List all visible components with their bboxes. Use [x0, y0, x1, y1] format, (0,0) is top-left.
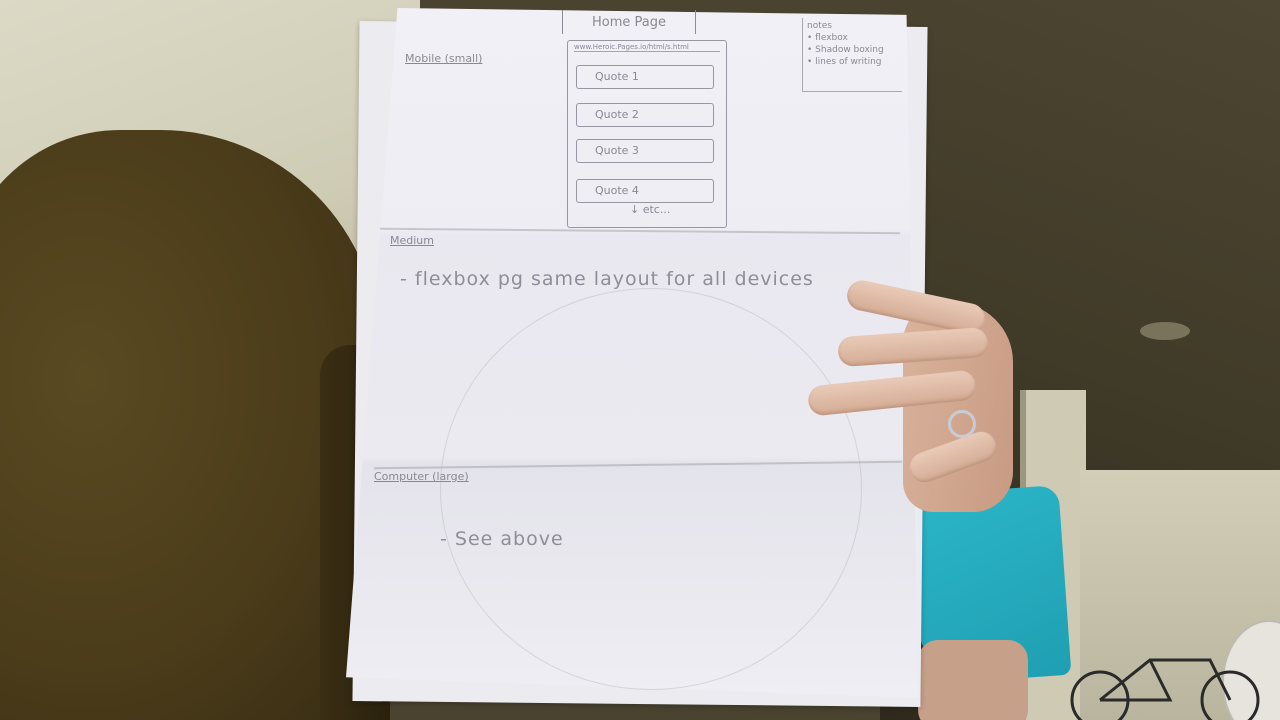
section-label-medium: Medium — [390, 234, 434, 247]
url-bar: www.Heroic.Pages.io/html/s.html — [574, 43, 720, 52]
notes-heading: notes — [807, 21, 832, 31]
bicycle — [1070, 658, 1260, 720]
hand — [806, 277, 1013, 512]
ceiling-light — [1140, 322, 1190, 340]
show-through-drawing — [440, 288, 862, 690]
notes-item: • lines of writing — [807, 57, 882, 67]
quote-card: Quote 4 — [576, 179, 714, 203]
couch — [0, 130, 380, 720]
section-label-mobile: Mobile (small) — [405, 52, 483, 65]
page-title: Home Page — [562, 10, 696, 34]
section-label-computer: Computer (large) — [374, 470, 469, 483]
arm — [918, 640, 1028, 720]
medium-note: - flexbox pg same layout for all devices — [400, 268, 814, 290]
notes-item: • Shadow boxing — [807, 45, 884, 55]
notes-item: • flexbox — [807, 33, 848, 43]
quote-card: Quote 2 — [576, 103, 714, 127]
phone-wireframe: www.Heroic.Pages.io/html/s.html Quote 1 … — [567, 40, 727, 228]
quote-card: Quote 1 — [576, 65, 714, 89]
ring — [948, 410, 976, 438]
more-indicator: ↓ etc... — [630, 203, 671, 216]
computer-note: - See above — [440, 528, 564, 550]
quote-card: Quote 3 — [576, 139, 714, 163]
notes-box: notes • flexbox • Shadow boxing • lines … — [802, 18, 902, 92]
